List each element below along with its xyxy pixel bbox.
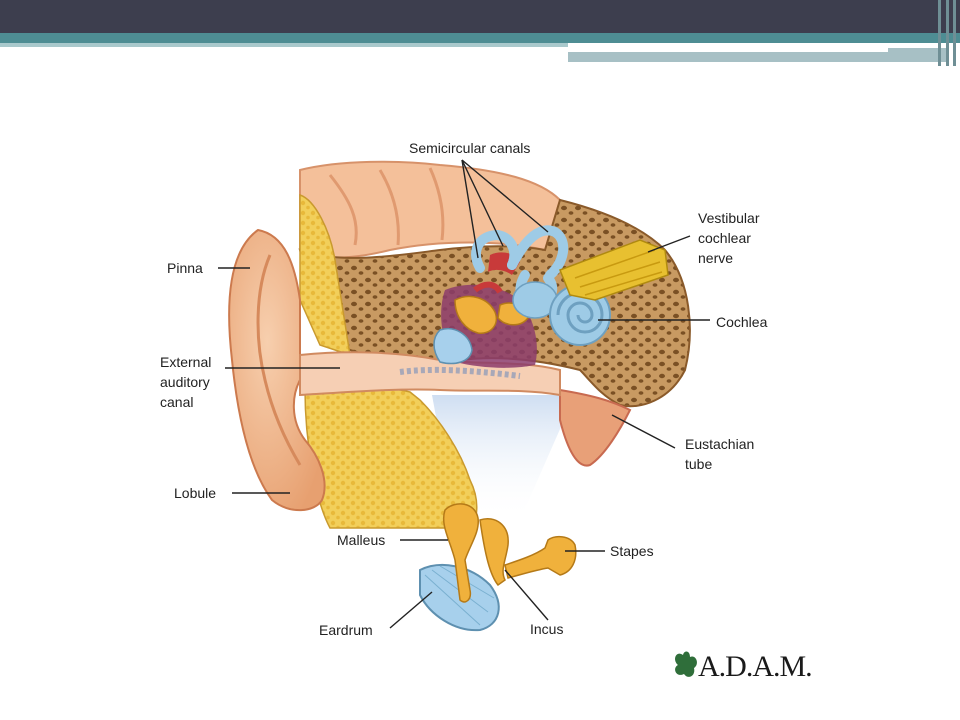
leader-semicircular-1 bbox=[461, 159, 479, 259]
slide-edge-line bbox=[946, 0, 949, 66]
slide-right-accent-line bbox=[568, 48, 888, 52]
ossicles-in-situ bbox=[454, 295, 497, 334]
leader-semicircular-2 bbox=[461, 159, 504, 247]
label-semicircular-canals: Semicircular canals bbox=[409, 140, 530, 156]
ossicles-detail bbox=[419, 503, 577, 632]
slide-edge-line bbox=[938, 0, 941, 66]
fat-tissue-upper bbox=[299, 193, 351, 357]
nerve-fibers bbox=[574, 249, 663, 296]
stapes-shape bbox=[504, 535, 577, 579]
eardrum-in-situ bbox=[433, 328, 473, 365]
leader-incus bbox=[504, 569, 549, 621]
leaf-icon bbox=[675, 651, 697, 677]
label-auditory: auditory bbox=[160, 374, 210, 390]
label-tube: tube bbox=[685, 456, 712, 472]
label-vestibular-cochlear: cochlear bbox=[698, 230, 751, 246]
label-incus: Incus bbox=[530, 621, 563, 637]
slide-accent-bar bbox=[0, 33, 960, 43]
semicircular-canal bbox=[507, 225, 569, 280]
leader-semicircular-3 bbox=[461, 159, 549, 233]
label-external: External bbox=[160, 354, 211, 370]
canal-texture bbox=[399, 366, 521, 379]
adam-logo: A.D.A.M. bbox=[675, 650, 813, 683]
label-lobule: Lobule bbox=[174, 485, 216, 501]
label-vestibular-nerve: nerve bbox=[698, 250, 733, 266]
label-pinna: Pinna bbox=[167, 260, 203, 276]
blood-vessel bbox=[473, 281, 503, 294]
slide-accent-line bbox=[0, 43, 568, 47]
leader-vestibular bbox=[647, 235, 691, 253]
pinna-shape bbox=[228, 228, 326, 512]
leader-eustachian bbox=[611, 414, 676, 449]
label-vestibular: Vestibular bbox=[698, 210, 760, 226]
label-eustachian: Eustachian bbox=[685, 436, 754, 452]
label-malleus: Malleus bbox=[337, 532, 385, 548]
label-canal: canal bbox=[160, 394, 193, 410]
pinna-fold bbox=[256, 254, 302, 466]
label-stapes: Stapes bbox=[610, 543, 654, 559]
eustachian-region bbox=[559, 388, 632, 467]
auditory-canal bbox=[299, 351, 561, 397]
slide-top-bar bbox=[0, 0, 960, 33]
slide-edge-line bbox=[953, 0, 956, 66]
malleus-shape bbox=[443, 503, 479, 603]
label-eardrum: Eardrum bbox=[319, 622, 373, 638]
adam-logo-text: A.D.A.M. bbox=[698, 650, 812, 683]
incus-shape bbox=[479, 518, 509, 587]
label-cochlea: Cochlea bbox=[716, 314, 768, 330]
leader-eardrum bbox=[389, 591, 433, 629]
brain-folds bbox=[328, 167, 445, 246]
